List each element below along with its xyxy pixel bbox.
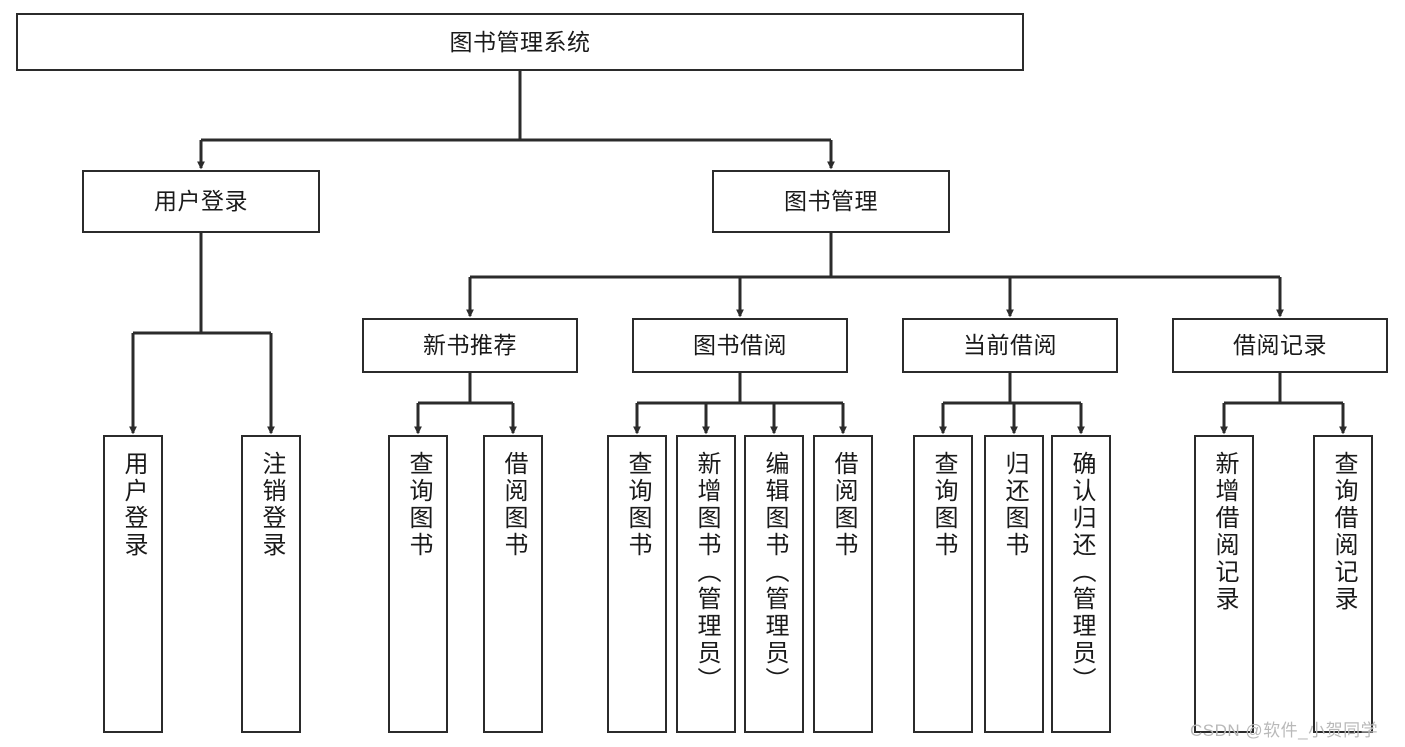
node-label-new-book-rec: 新书推荐: [423, 332, 517, 359]
node-book-manage[interactable]: 图书管理: [712, 170, 950, 233]
node-label-leaf-query-book-3: 查询图书: [930, 451, 957, 559]
node-label-borrow-record: 借阅记录: [1233, 332, 1327, 359]
node-leaf-query-book-3[interactable]: 查询图书: [913, 435, 973, 733]
node-label-user-login: 用户登录: [154, 188, 248, 215]
node-leaf-query-book-1[interactable]: 查询图书: [388, 435, 448, 733]
node-label-leaf-user-logout: 注销登录: [258, 451, 285, 559]
node-label-leaf-add-record: 新增借阅记录: [1211, 451, 1238, 613]
node-leaf-query-record[interactable]: 查询借阅记录: [1313, 435, 1373, 733]
node-book-borrow[interactable]: 图书借阅: [632, 318, 848, 373]
node-leaf-user-login[interactable]: 用户登录: [103, 435, 163, 733]
node-label-root: 图书管理系统: [449, 28, 591, 55]
node-borrow-record[interactable]: 借阅记录: [1172, 318, 1388, 373]
node-label-leaf-query-book-2: 查询图书: [624, 451, 651, 559]
node-label-leaf-user-login: 用户登录: [120, 451, 147, 559]
node-label-book-borrow: 图书借阅: [693, 332, 787, 359]
node-root[interactable]: 图书管理系统: [16, 13, 1024, 71]
node-leaf-return-book[interactable]: 归还图书: [984, 435, 1044, 733]
node-user-login[interactable]: 用户登录: [82, 170, 320, 233]
node-leaf-add-book[interactable]: 新增图书（管理员）: [676, 435, 736, 733]
edge-lines: [129, 71, 1347, 435]
node-label-leaf-add-book: 新增图书（管理员）: [693, 451, 720, 694]
node-label-leaf-query-record: 查询借阅记录: [1330, 451, 1357, 613]
node-leaf-add-record[interactable]: 新增借阅记录: [1194, 435, 1254, 733]
watermark-text: CSDN @软件_小贺同学: [1190, 721, 1379, 740]
node-leaf-confirm-return[interactable]: 确认归还（管理员）: [1051, 435, 1111, 733]
node-label-leaf-borrow-book-1: 借阅图书: [500, 451, 527, 559]
node-label-leaf-confirm-return: 确认归还（管理员）: [1068, 451, 1095, 694]
node-leaf-borrow-book-2[interactable]: 借阅图书: [813, 435, 873, 733]
node-leaf-user-logout[interactable]: 注销登录: [241, 435, 301, 733]
node-label-leaf-edit-book: 编辑图书（管理员）: [761, 451, 788, 694]
node-label-leaf-return-book: 归还图书: [1001, 451, 1028, 559]
node-new-book-rec[interactable]: 新书推荐: [362, 318, 578, 373]
node-leaf-borrow-book-1[interactable]: 借阅图书: [483, 435, 543, 733]
node-leaf-edit-book[interactable]: 编辑图书（管理员）: [744, 435, 804, 733]
node-label-leaf-borrow-book-2: 借阅图书: [830, 451, 857, 559]
node-current-borrow[interactable]: 当前借阅: [902, 318, 1118, 373]
node-label-book-manage: 图书管理: [784, 188, 878, 215]
node-leaf-query-book-2[interactable]: 查询图书: [607, 435, 667, 733]
node-label-leaf-query-book-1: 查询图书: [405, 451, 432, 559]
node-label-current-borrow: 当前借阅: [963, 332, 1057, 359]
